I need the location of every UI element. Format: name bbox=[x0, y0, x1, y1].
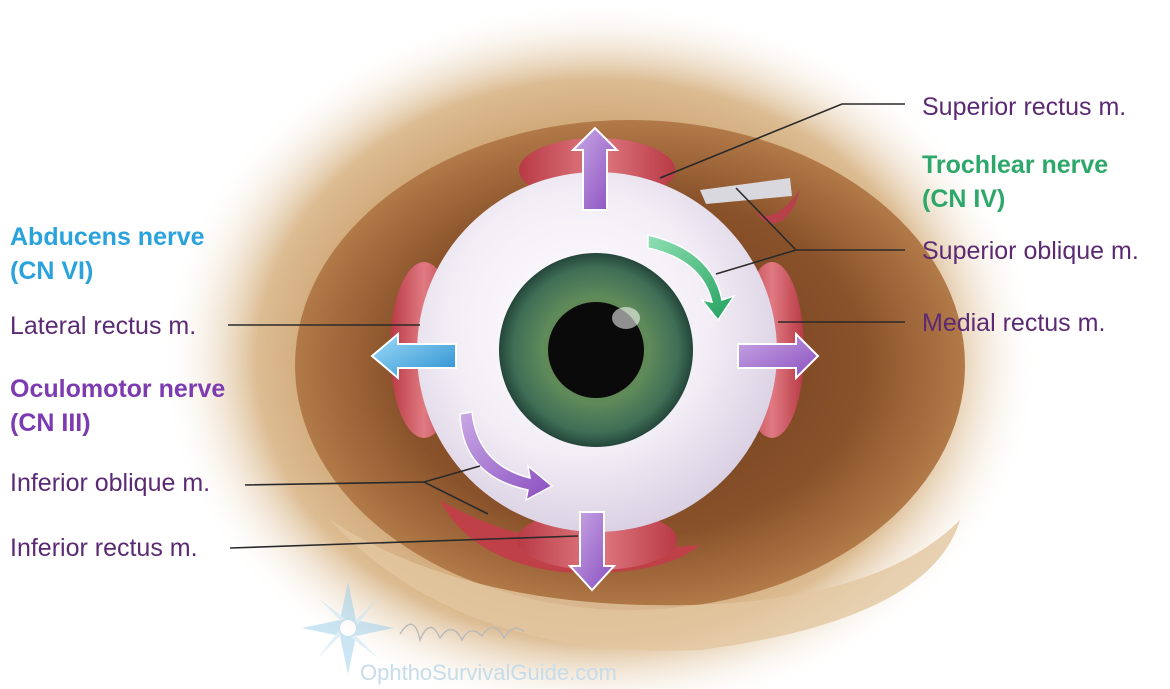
label-trochlear-nerve: Trochlear nerve bbox=[922, 150, 1108, 180]
label-superior-rectus: Superior rectus m. bbox=[922, 92, 1126, 122]
label-superior-oblique: Superior oblique m. bbox=[922, 236, 1139, 266]
label-inferior-oblique: Inferior oblique m. bbox=[10, 468, 210, 498]
label-inferior-rectus: Inferior rectus m. bbox=[10, 533, 198, 563]
label-abducens-nerve: Abducens nerve bbox=[10, 222, 205, 252]
label-medial-rectus: Medial rectus m. bbox=[922, 308, 1105, 338]
label-oculomotor-nerve: Oculomotor nerve bbox=[10, 374, 225, 404]
watermark-site: OphthoSurvivalGuide.com bbox=[360, 660, 617, 686]
corneal-reflection bbox=[612, 307, 640, 329]
label-trochlear-nerve-cn: (CN IV) bbox=[922, 184, 1005, 214]
label-lateral-rectus: Lateral rectus m. bbox=[10, 311, 196, 341]
label-abducens-nerve-cn: (CN VI) bbox=[10, 256, 93, 286]
label-oculomotor-nerve-cn: (CN III) bbox=[10, 408, 91, 438]
